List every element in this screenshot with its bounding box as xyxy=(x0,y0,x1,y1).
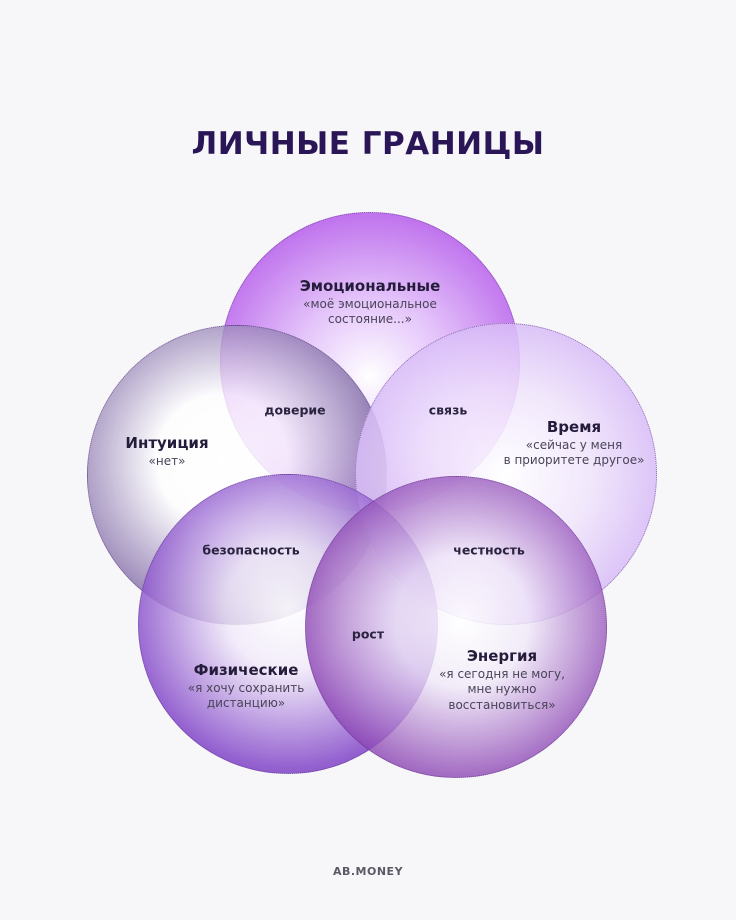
overlap-growth: рост xyxy=(351,626,385,642)
label-physical-quote-2: дистанцию» xyxy=(206,696,286,711)
overlap-trust: доверие xyxy=(264,402,326,418)
label-energy-quote-3: восстановиться» xyxy=(448,697,556,712)
label-time: Время «сейчас у меня в приоритете другое… xyxy=(504,418,645,469)
label-physical-quote: «я хочу сохранить xyxy=(187,680,305,695)
label-time-title: Время xyxy=(546,418,602,436)
label-energy: Энергия «я сегодня не могу, мне нужно во… xyxy=(439,647,565,713)
label-emotional-quote: «моё эмоциональное xyxy=(303,296,437,311)
label-intuition-quote: «нет» xyxy=(148,453,186,468)
label-emotional-quote-2: состояние...» xyxy=(328,312,412,327)
label-time-quote: «сейчас у меня xyxy=(525,437,623,452)
label-physical: Физические «я хочу сохранить дистанцию» xyxy=(188,661,305,712)
label-time-quote-2: в приоритете другое» xyxy=(503,453,645,468)
label-physical-title: Физические xyxy=(193,661,299,679)
overlap-honesty: честность xyxy=(453,542,525,558)
label-emotional-title: Эмоциональные xyxy=(299,277,441,295)
label-energy-title: Энергия xyxy=(466,647,538,665)
circle-energy xyxy=(305,476,607,778)
label-energy-quote-2: мне нужно xyxy=(467,682,537,697)
label-intuition: Интуиция «нет» xyxy=(125,434,208,469)
label-emotional: Эмоциональные «моё эмоциональное состоян… xyxy=(300,277,441,328)
overlap-safety: безопасность xyxy=(202,542,300,558)
overlap-connection: связь xyxy=(428,402,468,418)
label-energy-quote: «я сегодня не могу, xyxy=(439,666,565,681)
label-intuition-title: Интуиция xyxy=(125,434,209,452)
page-title: ЛИЧНЫЕ ГРАНИЦЫ xyxy=(191,126,545,162)
brand-footer: AB.MONEY xyxy=(332,865,404,878)
